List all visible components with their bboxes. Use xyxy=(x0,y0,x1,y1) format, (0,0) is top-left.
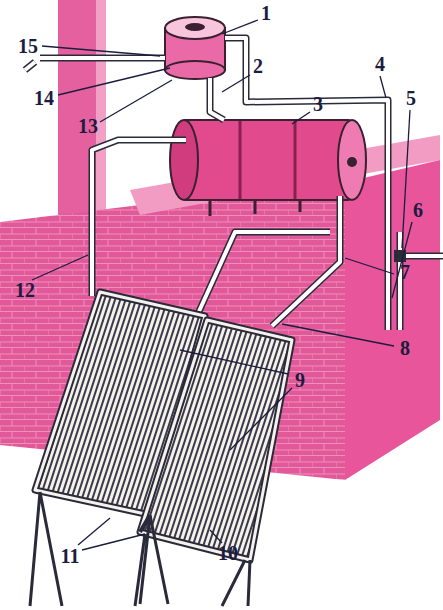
callout-number: 14 xyxy=(34,88,54,108)
chimney xyxy=(58,0,106,215)
callout-number: 3 xyxy=(313,94,323,114)
callout-number: 12 xyxy=(15,280,35,300)
callout-number: 2 xyxy=(253,56,263,76)
callout-number: 1 xyxy=(261,3,271,23)
callout-number: 13 xyxy=(78,116,98,136)
callout-number: 10 xyxy=(218,543,238,563)
callout-number: 4 xyxy=(375,54,385,74)
callout-number: 5 xyxy=(406,88,416,108)
leader-lines xyxy=(32,20,412,550)
header-tank xyxy=(165,17,225,79)
callout-number: 6 xyxy=(413,200,423,220)
solar-collectors xyxy=(35,292,292,560)
callout-number: 15 xyxy=(18,36,38,56)
collector-legs xyxy=(30,492,250,606)
callout-number: 11 xyxy=(61,546,80,566)
callout-number: 8 xyxy=(400,338,410,358)
callout-number: 9 xyxy=(295,370,305,390)
pipes xyxy=(25,38,443,330)
callout-number: 7 xyxy=(400,262,410,282)
wall-side xyxy=(300,160,440,480)
chimney-side xyxy=(96,0,106,215)
